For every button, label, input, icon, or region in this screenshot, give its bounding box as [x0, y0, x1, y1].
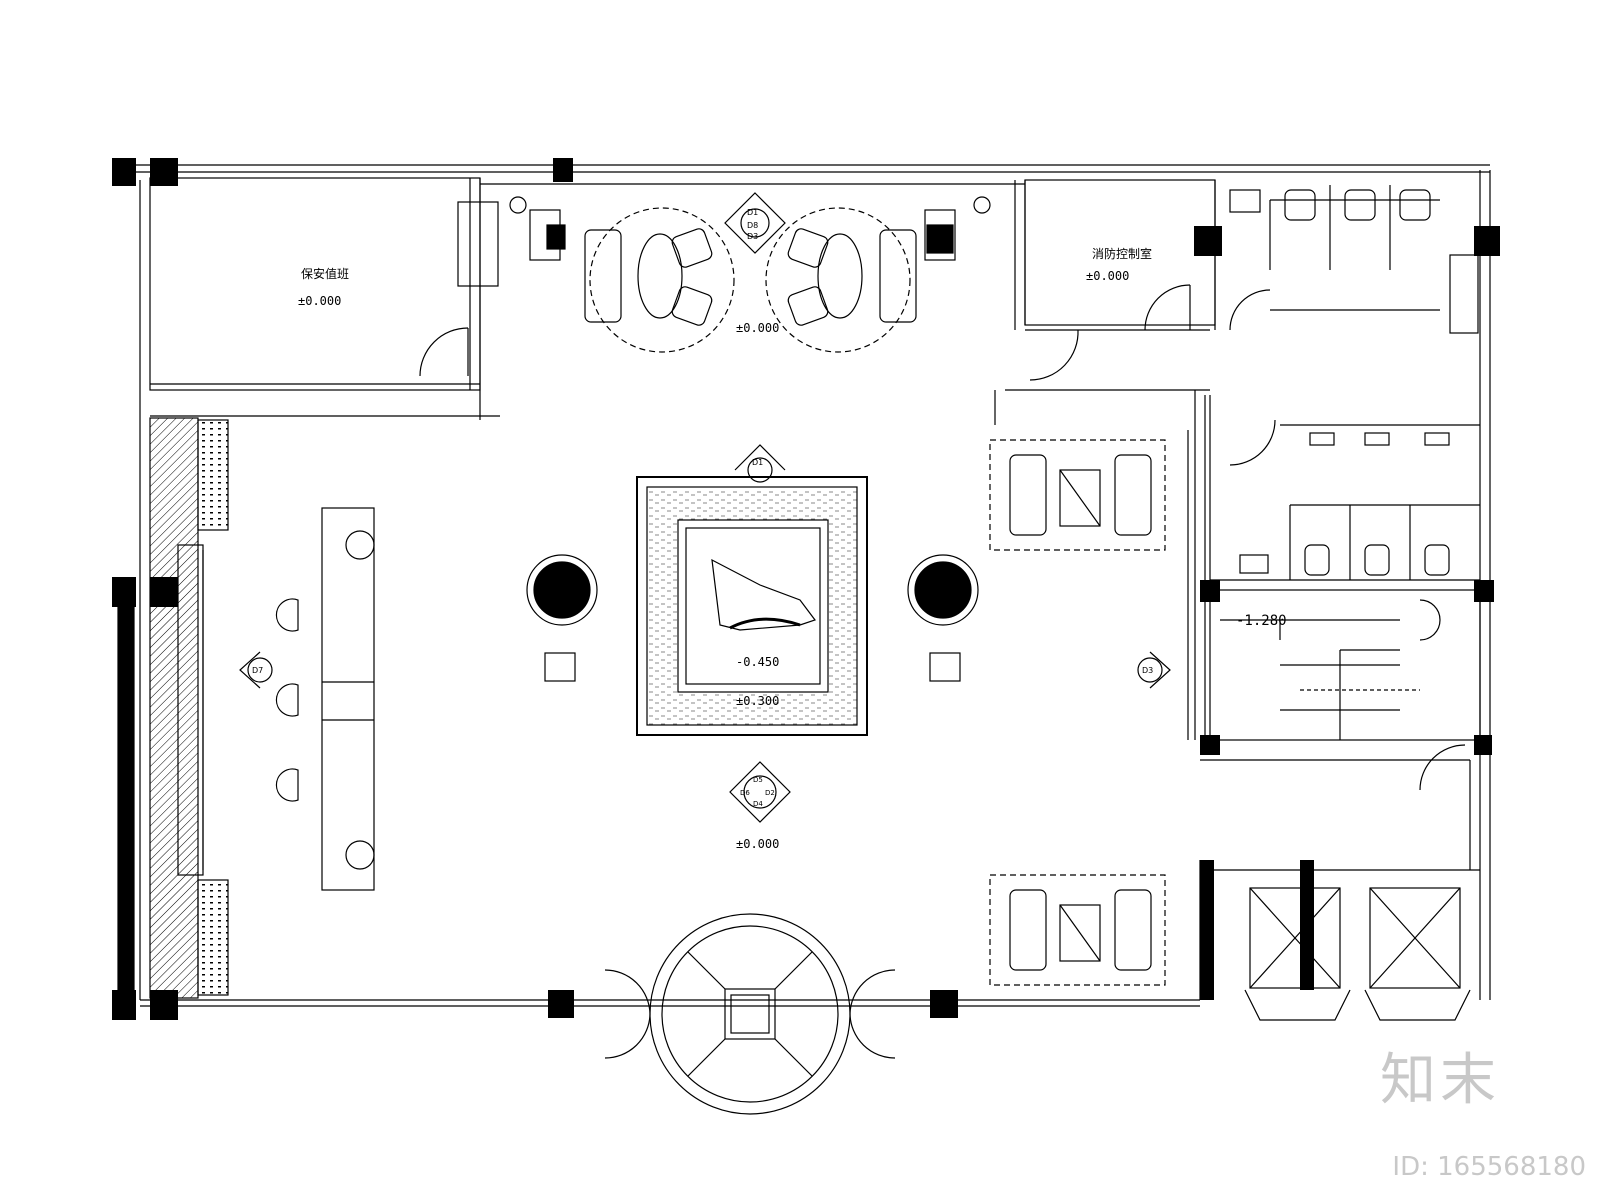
index-mark-west: D7 — [252, 666, 263, 675]
stair-elevation: -1.280 — [1236, 613, 1287, 629]
index-mark-top-b: D8 — [747, 221, 758, 230]
fire-control-room-label: 消防控制室 — [1092, 246, 1152, 261]
index-mark-center-n: D5 — [753, 776, 763, 784]
index-mark-center-s: D4 — [753, 800, 763, 808]
index-mark-center-w: D6 — [740, 789, 750, 797]
security-room-label: 保安值班 — [301, 266, 349, 281]
stage-outer-elevation: ±0.300 — [736, 694, 779, 708]
stage-inner-elevation: -0.450 — [736, 655, 779, 669]
index-mark-top-c: D3 — [747, 232, 758, 241]
security-room-elevation: ±0.000 — [298, 294, 341, 308]
watermark-logo: 知末 — [1380, 1048, 1500, 1113]
index-mark-center-e: D2 — [765, 789, 775, 797]
watermark-id: ID: 165568180 — [1392, 1152, 1586, 1182]
meeting-area-elevation: ±0.000 — [736, 321, 779, 335]
index-mark-top-a: D1 — [747, 208, 758, 217]
lobby-elevation: ±0.000 — [736, 837, 779, 851]
fire-control-room-elevation: ±0.000 — [1086, 269, 1129, 283]
index-mark-east: D3 — [1142, 666, 1153, 675]
index-mark-north: D1 — [752, 458, 763, 467]
